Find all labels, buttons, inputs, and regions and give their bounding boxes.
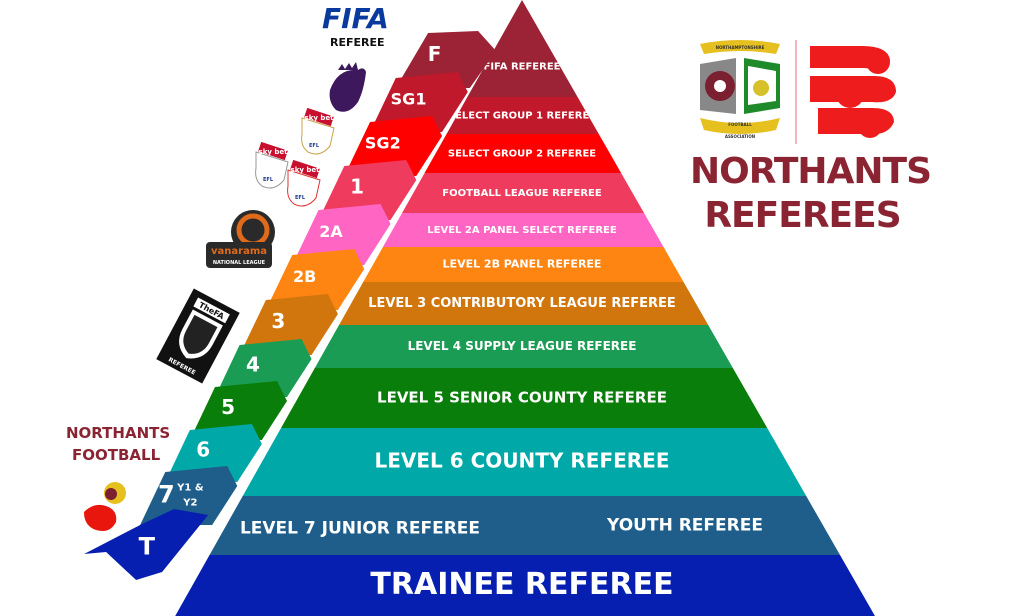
skybet-championship-badge: sky bet EFL bbox=[301, 107, 335, 155]
strip-level-label: T bbox=[139, 533, 156, 561]
skybet-text: sky bet bbox=[291, 166, 321, 174]
skybet-text: sky bet bbox=[259, 148, 289, 156]
pyramid-level-label: LEVEL 3 CONTRIBUTORY LEAGUE REFEREE bbox=[368, 296, 676, 311]
brand-line-1: NORTHANTS bbox=[690, 151, 932, 192]
pyramid-level-label: LEVEL 2B PANEL REFEREE bbox=[443, 258, 602, 271]
vanarama-national-league-logo: vanarama NATIONAL LEAGUE bbox=[206, 210, 275, 268]
football-text: FOOTBALL bbox=[72, 446, 161, 464]
strip-level-segment bbox=[140, 466, 238, 525]
nfa-top-text: NORTHAMPTONSHIRE bbox=[716, 45, 765, 50]
pyramid-level-label: TRAINEE REFEREE bbox=[370, 567, 673, 602]
strip-level-segment bbox=[165, 424, 262, 482]
strip-level-label: 6 bbox=[196, 438, 210, 462]
pyramid-level-band bbox=[209, 496, 841, 555]
strip-level-label: F bbox=[428, 42, 442, 66]
pyramid-level-band bbox=[363, 247, 684, 282]
nfa-mid-text: FOOTBALL bbox=[728, 122, 752, 127]
strip-level-segment bbox=[84, 509, 209, 580]
strip-level-segment bbox=[318, 160, 417, 220]
pyramid-level-label: FOOTBALL LEAGUE REFEREE bbox=[442, 188, 602, 199]
pyramid-level-label: LEVEL 5 SENIOR COUNTY REFEREE bbox=[377, 389, 667, 407]
pyramid-level-band bbox=[446, 97, 599, 134]
pyramid-level-label: LEVEL 4 SUPPLY LEAGUE REFEREE bbox=[408, 339, 637, 353]
brand-line-2: REFEREES bbox=[704, 195, 901, 236]
pyramid-level-band bbox=[281, 368, 768, 428]
pyramid-level-band bbox=[175, 555, 875, 616]
fifa-logo-text: FIFA bbox=[322, 2, 389, 35]
pyramid-level-label: LEVEL 6 COUNTY REFEREE bbox=[375, 449, 670, 473]
efl-text: EFL bbox=[309, 143, 320, 149]
strip-level-segment bbox=[189, 381, 288, 440]
strip-level-segment bbox=[292, 204, 391, 265]
strip-level-label: 2A bbox=[319, 222, 343, 241]
strip-level-label: 3 bbox=[271, 309, 285, 333]
three-lions-logo bbox=[810, 46, 896, 138]
strip-level-segment bbox=[344, 116, 443, 176]
efl-text: EFL bbox=[263, 177, 274, 183]
pyramid-level-band bbox=[402, 173, 645, 213]
pyramid-level-band bbox=[339, 282, 709, 325]
pyramid-level-band bbox=[314, 325, 733, 368]
strip-level-label: 5 bbox=[221, 395, 235, 419]
strip-level-label: 4 bbox=[246, 353, 260, 377]
skybet-league-two-badge: sky bet EFL bbox=[287, 159, 321, 207]
national-league-text: NATIONAL LEAGUE bbox=[213, 260, 266, 266]
pyramid-level-label-youth: YOUTH REFEREE bbox=[606, 516, 763, 536]
skybet-text: sky bet bbox=[305, 114, 335, 122]
northants-football-logo: NORTHANTS FOOTBALL bbox=[66, 424, 170, 531]
strip-level-segment bbox=[215, 339, 312, 397]
fifa-referee-logo: FIFA REFEREE bbox=[322, 2, 389, 49]
northants-text: NORTHANTS bbox=[66, 424, 170, 442]
pyramid-level-label: SELECT GROUP 1 REFEREE bbox=[448, 111, 596, 122]
strip-level-sublabel: Y2 bbox=[182, 498, 197, 509]
strip-level-label: SG1 bbox=[391, 90, 427, 109]
pyramid-level-band bbox=[242, 428, 807, 496]
premier-league-logo bbox=[329, 62, 366, 112]
strip-level-segment bbox=[239, 294, 338, 355]
pyramid-level-label: SELECT GROUP 2 REFEREE bbox=[448, 149, 596, 160]
strip-level-segment bbox=[370, 72, 468, 132]
strip-level-sublabel: Y1 & bbox=[176, 483, 204, 494]
vanarama-text: vanarama bbox=[211, 246, 267, 257]
pyramid-level-band bbox=[424, 134, 622, 173]
level-strip bbox=[84, 31, 497, 580]
pyramid-level-label: LEVEL 2A PANEL SELECT REFEREE bbox=[427, 225, 617, 236]
pyramid-level-label: FIFA REFEREE bbox=[483, 62, 560, 73]
pyramid-level-band bbox=[467, 0, 578, 97]
fa-referee-badge: TheFA REFEREE bbox=[156, 288, 240, 384]
pyramid-level-band bbox=[382, 213, 664, 247]
strip-level-label: SG2 bbox=[365, 134, 401, 153]
strip-level-label: 2B bbox=[293, 267, 316, 286]
nfa-bottom-text: ASSOCIATION bbox=[725, 134, 755, 139]
pyramid: FIFA REFEREE SELECT GROUP 1 REFEREE SELECT… bbox=[175, 0, 875, 616]
skybet-league-one-badge: sky bet EFL bbox=[255, 141, 289, 189]
strip-level-label: 1 bbox=[350, 175, 364, 199]
strip-level-segment bbox=[265, 249, 365, 310]
efl-text: EFL bbox=[295, 195, 306, 201]
northamptonshire-fa-crest: NORTHAMPTONSHIRE FOOTBALL ASSOCIATION bbox=[700, 40, 780, 139]
pyramid-level-label: LEVEL 7 JUNIOR REFEREE bbox=[240, 519, 480, 539]
strip-level-label: 7 bbox=[158, 481, 175, 509]
fifa-referee-text: REFEREE bbox=[330, 36, 385, 49]
strip-level-segment bbox=[395, 31, 497, 88]
northants-referees-title: NORTHANTS REFEREES bbox=[690, 150, 932, 238]
